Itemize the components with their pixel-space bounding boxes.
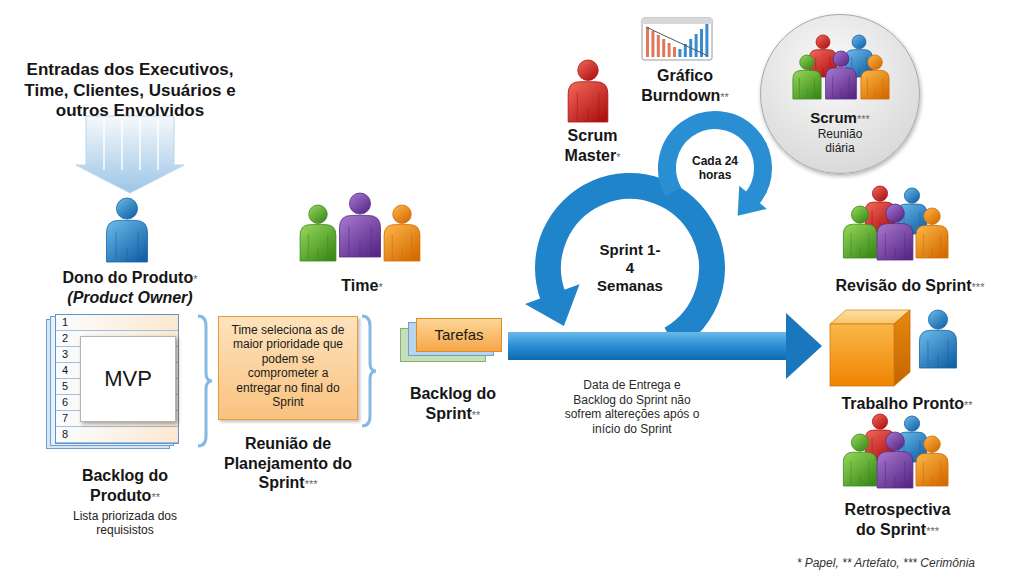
row-number: 8 [56,427,178,443]
person-icon [861,55,889,99]
ceremony-name: Retrospectiva do Sprint*** [835,500,960,539]
person-icon [300,205,336,261]
input-arrows [76,116,184,193]
person-icon [340,193,381,257]
person-icon [384,205,420,261]
cycle-text: Sprint 1-4 Semanas [597,241,663,295]
asterisk: * [378,281,382,293]
person-icon [107,198,148,262]
person-icon [793,55,821,99]
mvp-box: MVP [80,336,176,422]
sprint-cycle: Sprint 1-4 Semanas [597,241,663,295]
flow-arrow [508,332,792,360]
person-icon [877,432,913,488]
done-cube [822,302,972,392]
daily-scrum-circle: Scrum***Reunião diária [760,14,920,174]
role-name: Scrum Master* [540,126,645,165]
artifact-title: Trabalho Pronto** [822,394,992,414]
asterisk: ** [472,409,481,421]
person-icon [919,310,956,368]
person-icon [826,51,857,99]
asterisk: * [616,151,620,163]
backlog-list: 12345678MVP [55,314,179,444]
asterisk: *** [972,281,985,293]
bracket [362,316,376,426]
text-holder: Scrum***Reunião diária [761,109,919,156]
person-icon [877,204,913,260]
burndown-icon [642,18,712,60]
rule-note: Data de Entrega e Backlog do Sprint não … [562,378,702,437]
planning-meeting: Time seleciona as de maior prioridade qu… [218,316,358,493]
ceremony-title: Scrum*** [761,109,919,127]
product-backlog: 12345678MVPBacklog do Produto**Lista pri… [40,314,210,538]
daily-loop-arrow [667,120,767,216]
input-note: Entradas dos Executivos, Time, Clientes,… [8,60,252,122]
person-icon [916,208,948,258]
person-icon [568,60,608,122]
row-number: 1 [56,315,178,331]
artifact-title: Backlog do Sprint** [398,384,508,423]
role-name: (Product Owner) [30,288,230,308]
done-work: Trabalho Pronto** [822,302,992,414]
role-name: Dono do Produto* [30,268,230,288]
asterisk: ** [151,491,160,503]
ceremony-name: Revisão do Sprint*** [810,276,1010,296]
role-name: Time* [312,276,412,296]
asterisk: *** [926,525,939,537]
ceremony-title: Reunião de Planejamento do Sprint*** [218,434,358,493]
person-icon [916,436,948,486]
sprint-backlog: TarefasBacklog do Sprint** [398,314,508,423]
asterisk: *** [305,478,318,490]
cycle-text: Cada 24 horas [690,154,740,183]
asterisk: *** [857,113,870,125]
asterisk: ** [964,399,973,411]
person-icon [843,206,876,258]
person-icon [843,434,876,486]
mvp-text: MVP [104,366,152,392]
sprint-loop-arrow [525,186,712,339]
artifact-name: Gráfico Burndown** [620,66,750,105]
daily-cycle: Cada 24 horas [690,154,740,183]
artifact-title: Backlog do Produto** [65,466,185,505]
ceremony-subtitle: Reunião diária [804,127,876,156]
asterisk: ** [720,91,729,103]
bracket [198,316,212,446]
asterisk: * [193,273,197,285]
planning-text: Time seleciona as de maior prioridade qu… [218,316,358,420]
task-card-text: Tarefas [416,318,502,352]
legend-note: * Papel, ** Artefato, *** Cerimônia [670,556,975,571]
artifact-subtitle: Lista priorizada dos requisistos [69,509,181,538]
